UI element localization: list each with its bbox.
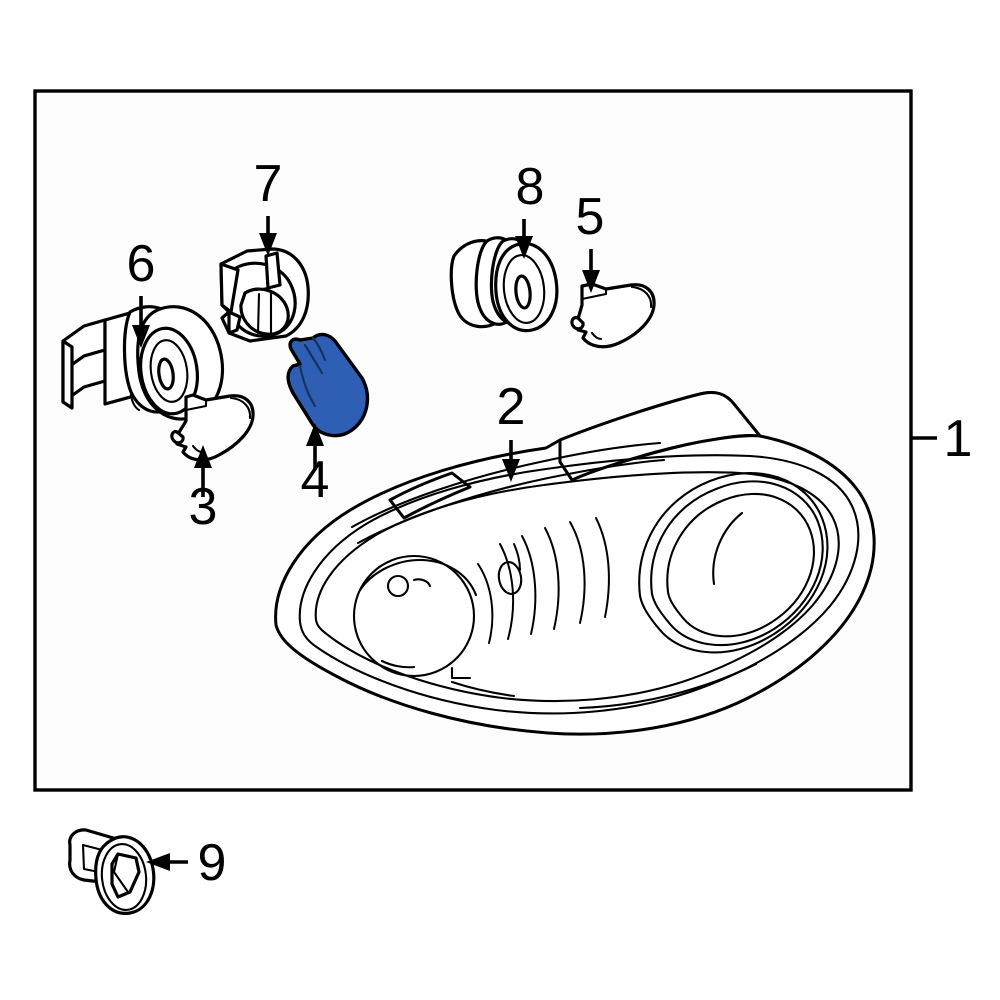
callout-5-number: 5	[576, 188, 605, 246]
callout-3-leader	[194, 445, 212, 497]
callout-2-leader	[502, 440, 520, 482]
callout-8-leader	[515, 219, 533, 259]
callout-4-leader	[306, 423, 324, 470]
part-3-wedge-base-bulb	[170, 393, 255, 462]
callout-2-number: 2	[497, 378, 526, 436]
part-4-blue-wedge-base-bulb	[286, 332, 370, 438]
callout-3-number: 3	[189, 478, 218, 536]
callout-6-number: 6	[127, 235, 156, 293]
callout-7-number: 7	[254, 155, 283, 213]
part-6-bulb-socket-connector	[61, 305, 225, 421]
part-9-retainer-push-clip	[68, 828, 156, 915]
callout-5-leader	[582, 249, 600, 293]
callout-7-leader	[259, 216, 277, 256]
part-7-bulb-retainer-socket	[219, 247, 310, 343]
part-5-wedge-base-bulb	[570, 282, 656, 349]
part-2-headlamp-lens-housing	[274, 390, 876, 736]
callout-9-number: 9	[198, 834, 227, 892]
callout-4-number: 4	[301, 451, 330, 509]
part-8-ribbed-bulb-socket	[449, 236, 559, 333]
callout-1-number: 1	[944, 410, 973, 468]
callout-8-number: 8	[516, 158, 545, 216]
callout-6-leader	[132, 296, 150, 348]
callout-9-leader	[146, 853, 188, 871]
